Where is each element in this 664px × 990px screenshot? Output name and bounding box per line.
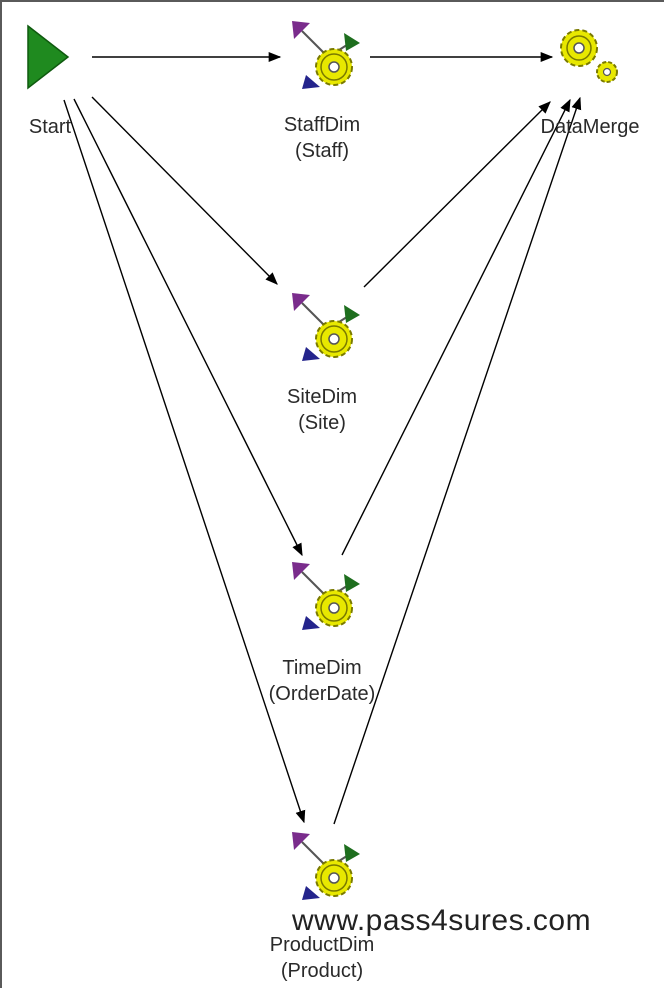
- staffdim-node-label: StaffDim (Staff): [283, 114, 361, 162]
- productdim-node-label: ProductDim (Product): [269, 934, 375, 982]
- staffdim-transform-icon[interactable]: [288, 17, 368, 97]
- edge-productdim-datamerge: [333, 96, 582, 825]
- edge-timedim-datamerge: [341, 98, 571, 556]
- edge-start-productdim: [63, 99, 306, 824]
- edge-start-timedim: [73, 98, 303, 557]
- edge-start-sitedim: [91, 96, 278, 285]
- productdim-transform-icon[interactable]: [288, 828, 368, 908]
- timedim-transform-icon[interactable]: [288, 558, 368, 638]
- edge-sitedim-datamerge: [363, 101, 551, 288]
- start-play-icon[interactable]: [24, 22, 72, 92]
- sitedim-node-label: SiteDim (Site): [286, 386, 357, 434]
- datamerge-gears-icon[interactable]: [555, 20, 625, 90]
- timedim-node-label: TimeDim (OrderDate): [268, 657, 376, 705]
- datamerge-node-label: DataMerge: [540, 116, 640, 138]
- start-node-label: Start: [28, 116, 72, 138]
- watermark-text: www.pass4sures.com: [292, 904, 592, 937]
- sitedim-transform-icon[interactable]: [288, 289, 368, 369]
